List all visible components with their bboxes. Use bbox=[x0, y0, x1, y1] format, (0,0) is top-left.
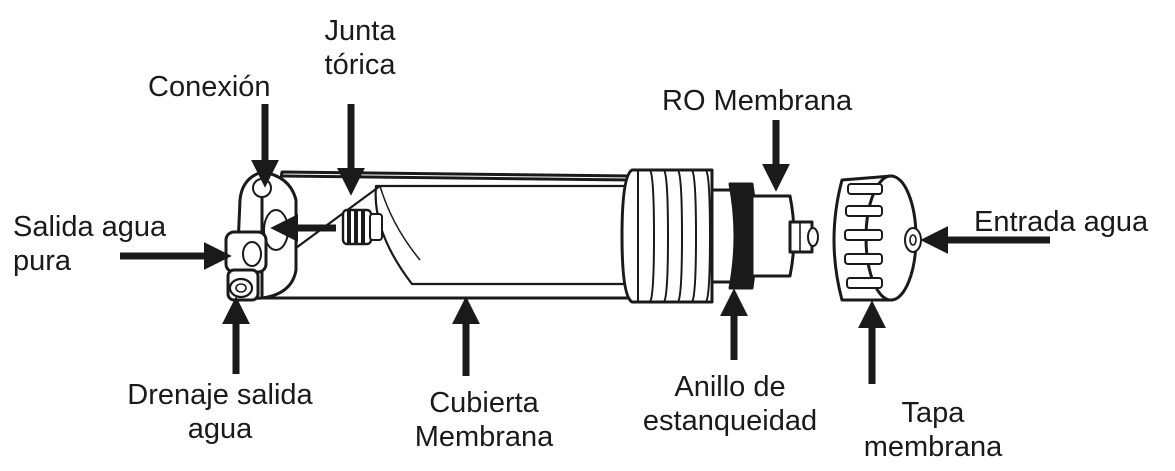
o-ring bbox=[341, 208, 383, 246]
label-anillo-line2: estanqueidad bbox=[642, 405, 818, 437]
label-anillo-estanqueidad: Anillo de estanqueidad bbox=[630, 370, 830, 438]
label-salida-line2: pura bbox=[13, 245, 72, 277]
label-junta-line1: Junta bbox=[324, 15, 396, 47]
label-anillo-line1: Anillo de bbox=[674, 371, 786, 403]
label-cubierta-membrana: Cubierta Membrana bbox=[404, 386, 564, 454]
label-drenaje-line1: Drenaje salida bbox=[127, 379, 313, 411]
label-ro-membrana: RO Membrana bbox=[662, 85, 853, 117]
connection-head bbox=[224, 170, 298, 302]
label-junta-torica: Junta tórica bbox=[312, 14, 408, 82]
label-cubierta-line2: Membrana bbox=[414, 421, 554, 453]
membrane-cap bbox=[832, 174, 922, 302]
label-salida-line1: Salida agua bbox=[13, 211, 167, 243]
ro-membrane-end bbox=[710, 182, 819, 290]
label-drenaje-line2: agua bbox=[187, 413, 253, 445]
housing-thread bbox=[620, 168, 714, 304]
label-junta-line2: tórica bbox=[324, 49, 396, 81]
membrane-housing bbox=[257, 170, 634, 300]
arrows bbox=[120, 104, 1050, 384]
label-tapa-membrana: Tapa membrana bbox=[858, 396, 1008, 464]
label-salida-agua-pura: Salida agua pura bbox=[13, 210, 166, 278]
label-drenaje-salida-agua: Drenaje salida agua bbox=[110, 378, 330, 446]
label-cubierta-line1: Cubierta bbox=[429, 387, 539, 419]
label-tapa-line2: membrana bbox=[863, 431, 1003, 463]
label-tapa-line1: Tapa bbox=[901, 397, 965, 429]
label-entrada-agua: Entrada agua bbox=[974, 206, 1149, 238]
label-conexion: Conexión bbox=[148, 71, 271, 103]
